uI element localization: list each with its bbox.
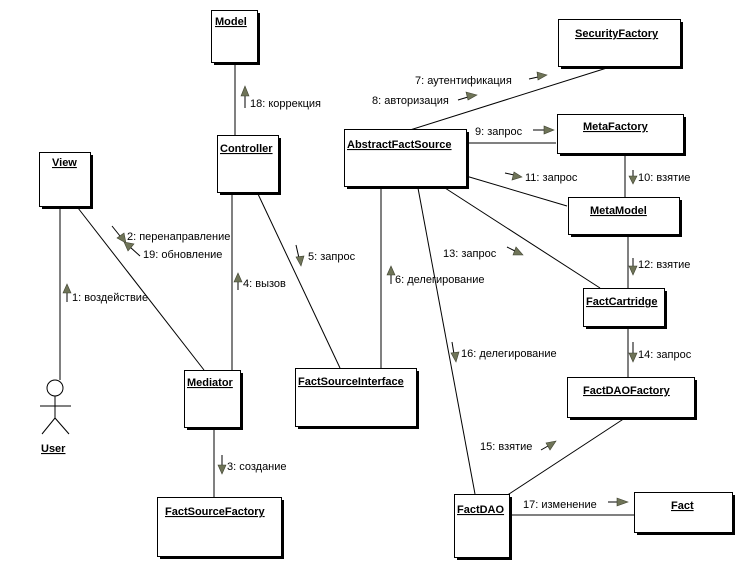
object-meta-factory[interactable]: MetaFactory (557, 114, 687, 157)
link-controller-factsourceinterface (257, 193, 341, 369)
object-security-factory-title: SecurityFactory (575, 28, 659, 40)
message-8: 8: авторизация (372, 95, 449, 107)
object-fact[interactable]: Fact (634, 492, 736, 536)
arrow-16-icon (450, 351, 460, 363)
object-view-title: View (52, 157, 77, 169)
arrow-9-icon (543, 125, 555, 135)
object-model[interactable]: Model (211, 10, 261, 66)
arrow-7-icon (536, 71, 548, 81)
arrow-3-icon (217, 464, 227, 475)
arrow-12-icon (628, 265, 638, 276)
arrow-2-icon (116, 232, 127, 244)
link-view-mediator (77, 207, 205, 371)
message-11: 11: запрос (525, 172, 578, 184)
actor-head-icon (46, 379, 64, 397)
actor-user-label: User (41, 443, 66, 455)
arrow-19-icon (123, 241, 135, 252)
object-controller-title: Controller (220, 143, 273, 155)
message-12: 12: взятие (638, 259, 690, 271)
links (59, 63, 634, 516)
message-3: 3: создание (227, 461, 287, 473)
object-meta-model-title: MetaModel (590, 205, 647, 217)
message-16: 16: делегирование (461, 348, 557, 360)
message-1: 1: воздействие (72, 292, 148, 304)
actor-user[interactable]: User (40, 379, 71, 455)
object-model-title: Model (215, 16, 247, 28)
object-fact-dao[interactable]: FactDAO (454, 494, 513, 561)
arrow-13-icon (512, 246, 524, 256)
arrow-11-icon (511, 171, 523, 181)
message-arrows (62, 71, 638, 507)
arrow-15-icon (545, 440, 557, 451)
object-fact-dao-factory[interactable]: FactDAOFactory (567, 377, 698, 421)
object-fact-title: Fact (671, 500, 694, 512)
arrow-5-icon (295, 255, 305, 267)
message-19: 19: обновление (143, 249, 222, 261)
object-controller[interactable]: Controller (217, 135, 282, 196)
object-mediator[interactable]: Mediator (184, 370, 244, 431)
message-7: 7: аутентификация (415, 75, 512, 87)
arrow-1-icon (62, 283, 72, 294)
object-fact-source-factory[interactable]: FactSourceFactory (157, 497, 285, 560)
message-17: 17: изменение (523, 499, 597, 511)
message-18: 18: коррекция (250, 98, 321, 110)
arrow-18-icon (240, 85, 250, 97)
message-4: 4: вызов (243, 278, 286, 290)
link-afs-factdao (417, 187, 476, 495)
link-afs-securityfactory (409, 66, 611, 131)
message-14: 14: запрос (638, 349, 692, 361)
arrow-4-icon (233, 272, 243, 283)
arrow-10-icon (628, 175, 638, 185)
link-factdaofactory-factdao (505, 417, 626, 497)
object-view[interactable]: View (39, 152, 94, 210)
message-labels: 18: коррекция 2: перенаправление 19: обн… (72, 75, 692, 511)
object-fact-source-interface[interactable]: FactSourceInterface (295, 368, 420, 430)
object-fact-cartridge[interactable]: FactCartridge (583, 288, 668, 330)
message-10: 10: взятие (638, 172, 690, 184)
link-afs-metamodel (465, 175, 568, 207)
object-fact-dao-title: FactDAO (457, 504, 505, 516)
arrow-6-icon (386, 265, 396, 276)
object-security-factory[interactable]: SecurityFactory (558, 19, 684, 70)
arrow-14-icon (628, 352, 638, 363)
object-mediator-title: Mediator (187, 377, 234, 389)
arrow-8-icon (465, 91, 478, 101)
object-abstract-fact-source[interactable]: AbstractFactSource (344, 129, 470, 190)
object-meta-factory-title: MetaFactory (583, 121, 649, 133)
object-abstract-fact-source-title: AbstractFactSource (347, 139, 452, 151)
message-13: 13: запрос (443, 248, 497, 260)
message-5: 5: запрос (308, 251, 356, 263)
object-fact-source-interface-title: FactSourceInterface (298, 376, 404, 388)
object-fact-dao-factory-title: FactDAOFactory (583, 385, 671, 397)
message-9: 9: запрос (475, 126, 523, 138)
object-fact-source-factory-title: FactSourceFactory (165, 506, 266, 518)
link-afs-factcartridge (444, 187, 601, 289)
message-15: 15: взятие (480, 441, 532, 453)
arrow-17-icon (616, 497, 629, 507)
message-6: 6: делегирование (395, 274, 485, 286)
message-2: 2: перенаправление (127, 231, 230, 243)
object-fact-cartridge-title: FactCartridge (586, 296, 658, 308)
object-meta-model[interactable]: MetaModel (568, 197, 683, 238)
